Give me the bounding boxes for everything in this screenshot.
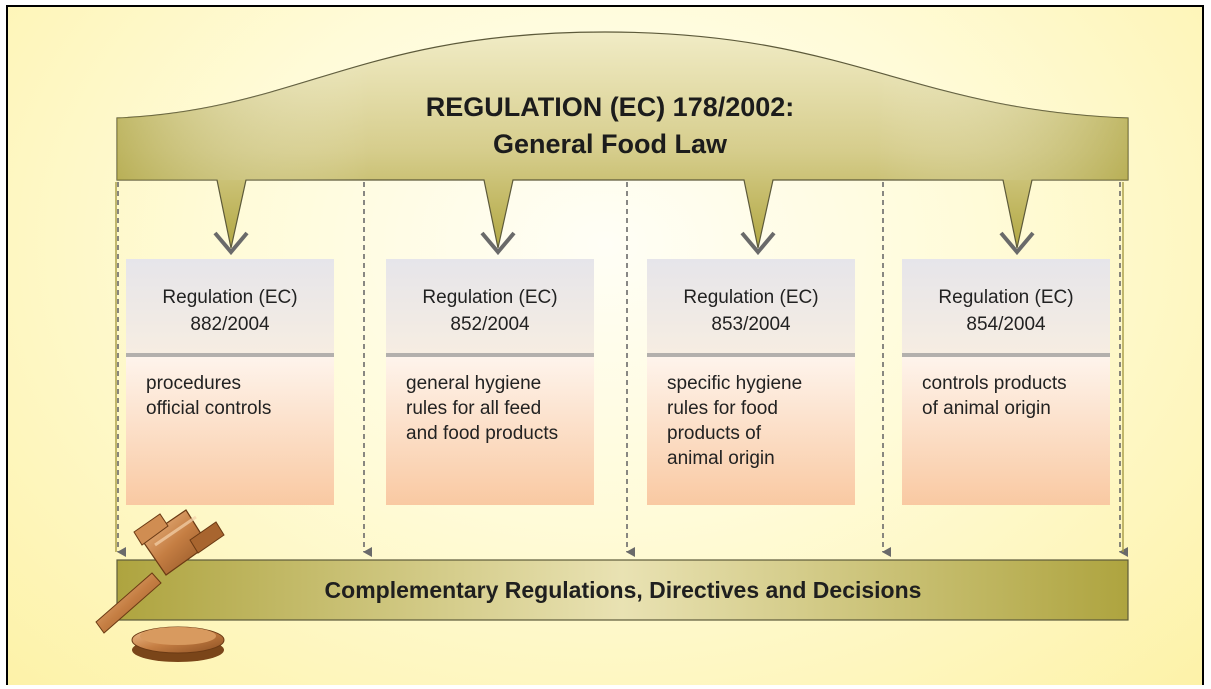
regulation-box-body: controls products of animal origin: [902, 357, 1110, 505]
regulation-box-853: specific hygiene rules for food products…: [647, 259, 855, 505]
regulation-description: controls products of animal origin: [922, 373, 1067, 419]
regulation-description: specific hygiene rules for food products…: [667, 373, 803, 469]
regulation-box-divider: [126, 353, 334, 357]
regulation-box-882: procedures official controls Regulation …: [126, 259, 334, 505]
banner-title-line-2: General Food Law: [492, 129, 728, 159]
regulation-number: 854/2004: [966, 314, 1046, 335]
regulation-box-body: specific hygiene rules for food products…: [647, 357, 855, 505]
regulation-title: Regulation (EC): [683, 287, 819, 308]
regulation-title: Regulation (EC): [162, 287, 298, 308]
regulation-box-header: [386, 259, 594, 353]
regulation-box-divider: [386, 353, 594, 357]
complementary-regulations-bar: [116, 559, 1129, 621]
regulation-box-body: general hygiene rules for all feed and f…: [386, 357, 594, 505]
general-food-law-banner: [116, 31, 1129, 256]
regulation-box-divider: [647, 353, 855, 357]
regulation-description: procedures official controls: [146, 373, 272, 419]
regulation-box-header: [902, 259, 1110, 353]
gavel-icon: [95, 509, 225, 662]
banner-title-line-1: REGULATION (EC) 178/2002:: [425, 92, 795, 122]
regulation-box-divider: [902, 353, 1110, 357]
regulation-number: 852/2004: [450, 314, 530, 335]
regulation-number: 853/2004: [711, 314, 791, 335]
regulation-box-header: [126, 259, 334, 353]
regulation-number: 882/2004: [190, 314, 270, 335]
regulation-box-854: controls products of animal origin Regul…: [902, 259, 1110, 505]
regulation-description: general hygiene rules for all feed and f…: [406, 373, 559, 444]
regulation-box-header: [647, 259, 855, 353]
complementary-regulations-label: Complementary Regulations, Directives an…: [324, 577, 922, 603]
regulation-title: Regulation (EC): [422, 287, 558, 308]
regulation-title: Regulation (EC): [938, 287, 1074, 308]
regulation-box-body: procedures official controls: [126, 357, 334, 505]
dashed-connectors: [117, 182, 1128, 557]
regulation-box-852: general hygiene rules for all feed and f…: [386, 259, 594, 505]
